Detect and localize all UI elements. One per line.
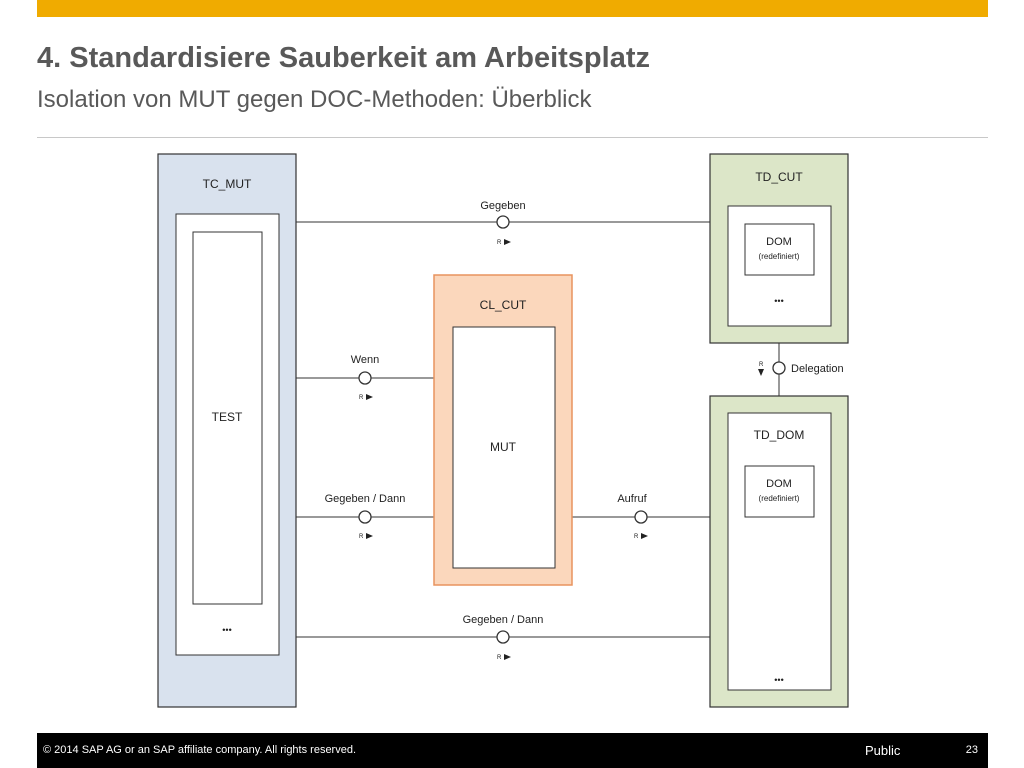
arrow-right-icon <box>366 394 373 400</box>
relation-marker-delegation: R <box>758 362 764 376</box>
td-dom-more: ••• <box>774 675 783 685</box>
page-title: 4. Standardisiere Sauberkeit am Arbeitsp… <box>37 42 650 74</box>
mut-label: MUT <box>490 440 517 454</box>
arrow-down-icon <box>758 369 764 376</box>
relation-marker-wenn: R <box>359 394 373 401</box>
relation-marker-gegeben-dann-mid: R <box>359 533 373 540</box>
label-gegeben-dann-bottom: Gegeben / Dann <box>463 614 544 626</box>
relation-r-aufruf: R <box>634 534 639 540</box>
td-dom-dom-label: DOM <box>766 478 792 490</box>
footer-classification: Public <box>865 743 901 758</box>
arrow-right-icon <box>504 239 511 245</box>
td-cut-dom-note: (redefiniert) <box>759 252 800 261</box>
relation-marker-gegeben-top: R <box>497 239 511 246</box>
td-dom-dom-box <box>744 465 815 518</box>
interface-aufruf <box>634 510 648 524</box>
interface-gegeben-dann-mid <box>358 510 372 524</box>
interface-delegation <box>772 361 786 375</box>
label-aufruf: Aufruf <box>617 493 647 505</box>
td-cut-dom-box <box>744 223 815 276</box>
tc-mut-label: TC_MUT <box>203 177 252 191</box>
label-delegation: Delegation <box>791 363 844 375</box>
header-divider <box>37 137 988 138</box>
relation-r-wenn: R <box>359 395 364 401</box>
label-gegeben-dann-mid: Gegeben / Dann <box>325 493 406 505</box>
interface-gegeben-dann-bottom <box>496 630 510 644</box>
test-label: TEST <box>212 410 243 424</box>
td-dom-inner-label: TD_DOM <box>754 428 805 442</box>
footer: © 2014 SAP AG or an SAP affiliate compan… <box>37 733 988 768</box>
td-cut-label: TD_CUT <box>755 170 803 184</box>
label-gegeben-top: Gegeben <box>480 200 525 212</box>
relation-marker-gegeben-dann-bottom: R <box>497 654 511 661</box>
arrow-right-icon <box>366 533 373 539</box>
arrow-right-icon <box>641 533 648 539</box>
mut-box <box>452 326 556 569</box>
relation-marker-aufruf: R <box>634 533 648 540</box>
footer-copyright: © 2014 SAP AG or an SAP affiliate compan… <box>43 744 357 756</box>
td-cut-dom-label: DOM <box>766 236 792 248</box>
label-wenn: Wenn <box>351 354 380 366</box>
page-subtitle: Isolation von MUT gegen DOC-Methoden: Üb… <box>37 86 592 113</box>
relation-r-gegeben-dann-bottom: R <box>497 655 502 661</box>
relation-r-delegation: R <box>759 362 764 368</box>
arrow-right-icon <box>504 654 511 660</box>
tc-mut-more: ••• <box>222 625 231 635</box>
test-box <box>192 231 263 605</box>
td-dom-inner-box <box>727 412 832 691</box>
td-dom-dom-note: (redefiniert) <box>759 494 800 503</box>
interface-gegeben-top <box>496 215 510 229</box>
relation-r-gegeben-dann-mid: R <box>359 534 364 540</box>
interface-wenn <box>358 371 372 385</box>
footer-page-number: 23 <box>965 744 978 756</box>
td-cut-more: ••• <box>774 296 783 306</box>
accent-bar <box>37 0 988 17</box>
relation-r-gegeben-top: R <box>497 240 502 246</box>
cl-cut-label: CL_CUT <box>480 298 527 312</box>
